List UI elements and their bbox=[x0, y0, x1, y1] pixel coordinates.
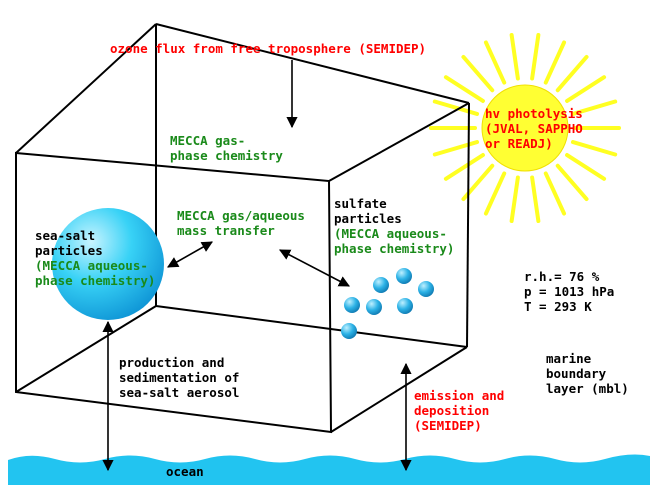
gas-seasalt-transfer-arrow bbox=[167, 241, 213, 268]
sea-salt-chemistry-label: (MECCA aqueous- phase chemistry) bbox=[35, 258, 156, 288]
sulfate-chemistry-label: (MECCA aqueous- phase chemistry) bbox=[334, 226, 455, 256]
sun-ray bbox=[555, 163, 589, 202]
sea-salt-production-label: production and sedimentation of sea-salt… bbox=[119, 355, 240, 400]
sun-ray bbox=[483, 171, 507, 216]
ocean-surface bbox=[8, 454, 650, 485]
sun-ray bbox=[530, 32, 541, 81]
photolysis-label: hv photolysis (JVAL, SAPPHO or READJ) bbox=[485, 106, 583, 151]
sun-ray bbox=[543, 40, 567, 85]
sun-ray bbox=[432, 99, 480, 116]
emission-deposition-label: emission and deposition (SEMIDEP) bbox=[414, 388, 505, 433]
ozone-flux-label: ozone flux from free troposphere (SEMIDE… bbox=[110, 41, 427, 56]
sun-ray bbox=[443, 153, 485, 181]
sulfate-particle bbox=[418, 281, 434, 297]
sun-ray bbox=[565, 75, 607, 103]
sulfate-particle bbox=[366, 299, 382, 315]
sun-icon bbox=[429, 32, 621, 224]
sun-ray bbox=[555, 54, 589, 93]
sulfate-particles-label: sulfate particles bbox=[334, 196, 402, 226]
sulfate-particle bbox=[396, 268, 412, 284]
conditions-label: r.h.= 76 % p = 1013 hPa T = 293 K bbox=[524, 269, 615, 314]
gas-sulfate-transfer-arrow bbox=[279, 249, 350, 287]
sulfate-particle bbox=[397, 298, 413, 314]
mbl-label: marine boundary layer (mbl) bbox=[546, 351, 629, 396]
sun-ray bbox=[543, 171, 567, 216]
sulfate-particle bbox=[344, 297, 360, 313]
sulfate-particles bbox=[341, 268, 434, 339]
sea-salt-particle bbox=[52, 208, 164, 320]
sulfate-particle bbox=[373, 277, 389, 293]
sun-ray bbox=[509, 32, 520, 81]
box-front-face bbox=[15, 102, 470, 434]
sun-ray bbox=[570, 140, 618, 157]
mecca-mass-transfer-label: MECCA gas/aqueous mass transfer bbox=[177, 208, 305, 238]
sea-salt-particles-label: sea-salt particles bbox=[35, 228, 103, 258]
sun-ray bbox=[483, 40, 507, 85]
sun-ray bbox=[570, 99, 618, 116]
sun-ray bbox=[461, 54, 495, 93]
sun-ray bbox=[509, 175, 520, 224]
mecca-gas-phase-label: MECCA gas- phase chemistry bbox=[170, 133, 283, 163]
sun-ray bbox=[432, 140, 480, 157]
sun-ray bbox=[565, 153, 607, 181]
ocean-label: ocean bbox=[166, 464, 204, 479]
sulfate-particle bbox=[341, 323, 357, 339]
sun-ray bbox=[443, 75, 485, 103]
sun-ray bbox=[530, 175, 541, 224]
